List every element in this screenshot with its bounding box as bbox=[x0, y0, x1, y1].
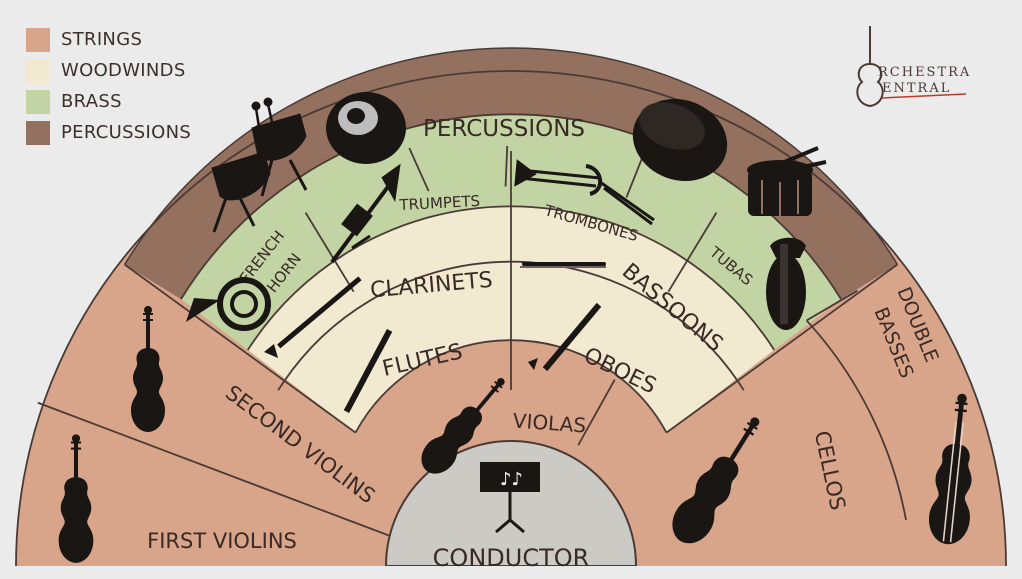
svg-text:♪♪: ♪♪ bbox=[500, 469, 523, 490]
legend-swatch-brass bbox=[26, 89, 50, 114]
label-percussions: PERCUSSIONS bbox=[423, 116, 585, 142]
legend-item-brass: BRASS bbox=[26, 86, 191, 117]
bassoon-icon bbox=[520, 262, 606, 268]
bass-drum-icon bbox=[632, 98, 728, 182]
music-stand-icon: ♪♪ bbox=[480, 462, 540, 534]
clarinet-icon bbox=[264, 276, 362, 358]
legend-swatch-percussions bbox=[26, 120, 50, 145]
legend-label: STRINGS bbox=[61, 29, 143, 50]
french-horn-icon bbox=[186, 277, 271, 331]
percussion-band-outline bbox=[123, 47, 899, 265]
legend-label: BRASS bbox=[61, 91, 122, 112]
timpani-icon bbox=[211, 97, 308, 233]
label-violas: VIOLAS bbox=[512, 408, 587, 437]
legend-item-strings: STRINGS bbox=[26, 24, 191, 55]
logo-guitar-icon bbox=[856, 26, 884, 108]
legend-swatch-woodwinds bbox=[26, 58, 50, 83]
section-dividers bbox=[15, 70, 1007, 567]
legend-label: WOODWINDS bbox=[61, 60, 186, 81]
legend-label: PERCUSSIONS bbox=[61, 122, 192, 143]
bottom-edge bbox=[0, 566, 1022, 579]
orchestra-central-logo: RCHESTRA ENTRAL bbox=[856, 26, 971, 108]
double-bass-icon bbox=[925, 390, 985, 548]
label-first-violins: FIRST VIOLINS bbox=[147, 529, 297, 553]
legend-item-percussions: PERCUSSIONS bbox=[26, 117, 191, 148]
trombone-icon bbox=[514, 159, 655, 226]
label-conductor: CONDUCTOR bbox=[433, 544, 590, 572]
logo-underline bbox=[881, 93, 967, 99]
flute-icon bbox=[343, 328, 393, 414]
trumpet-icon bbox=[330, 163, 401, 264]
snare-drum-icon bbox=[747, 146, 827, 216]
tuba-icon bbox=[766, 237, 806, 330]
oboe-icon bbox=[528, 302, 602, 372]
legend: STRINGS WOODWINDS BRASS PERCUSSIONS bbox=[26, 24, 191, 148]
label-trumpets: TRUMPETS bbox=[398, 192, 481, 214]
legend-item-woodwinds: WOODWINDS bbox=[26, 55, 191, 86]
legend-swatch-strings bbox=[26, 27, 50, 52]
logo-line-2: ENTRAL bbox=[882, 81, 951, 96]
logo-line-1: RCHESTRA bbox=[878, 65, 971, 80]
cymbal-icon bbox=[326, 92, 406, 164]
